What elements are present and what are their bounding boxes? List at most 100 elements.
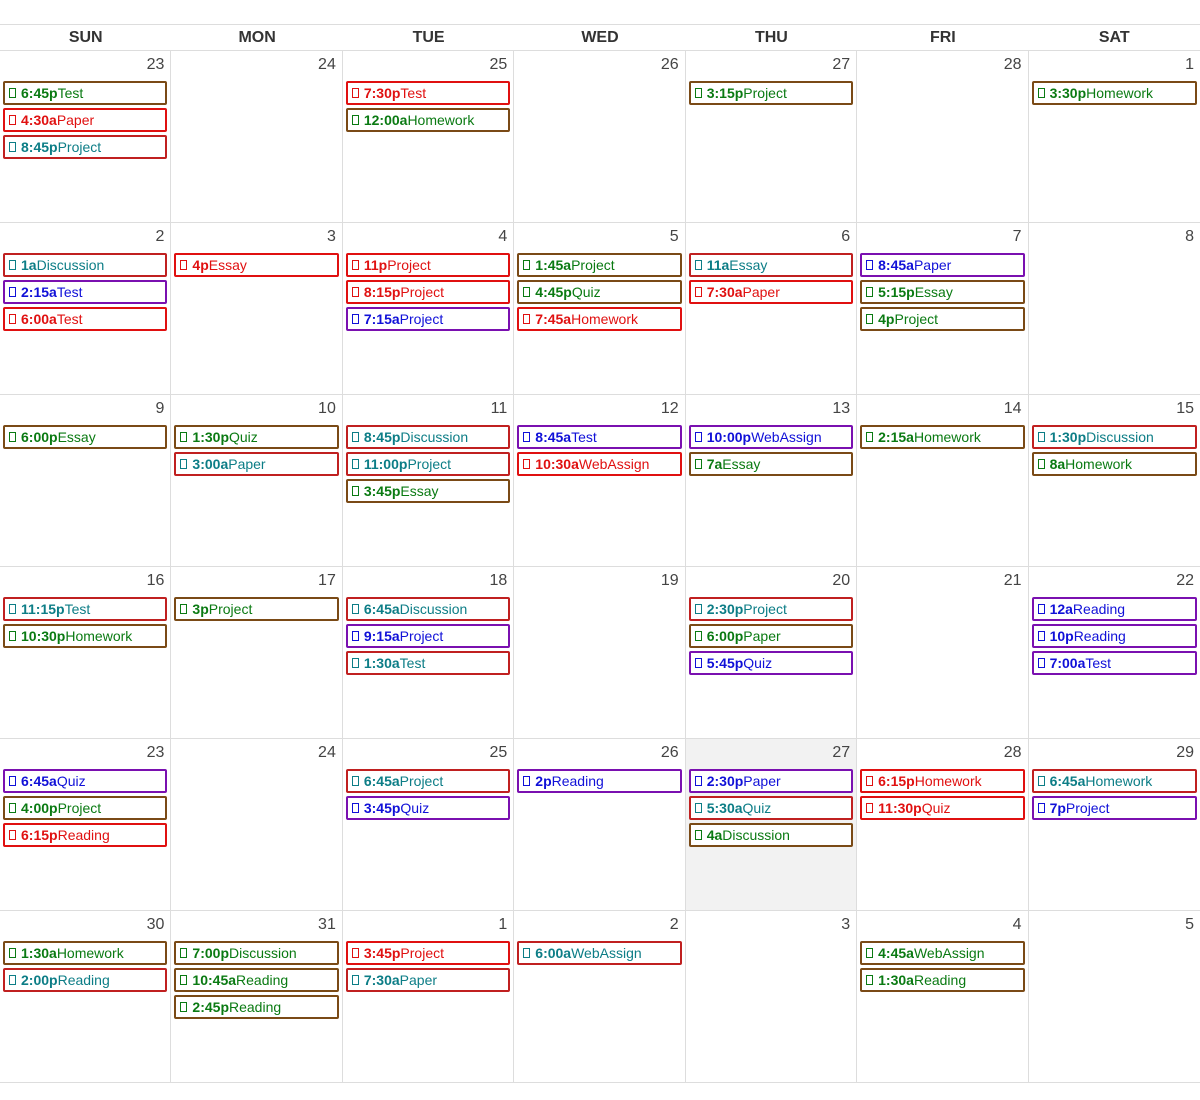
- day-number[interactable]: 1: [498, 916, 508, 933]
- day-number[interactable]: 15: [1176, 400, 1194, 417]
- day-number[interactable]: 12: [660, 400, 679, 417]
- day-number[interactable]: 5: [1185, 916, 1194, 933]
- day-number[interactable]: 21: [1003, 572, 1022, 589]
- day-number[interactable]: 23: [146, 56, 165, 73]
- day-cell[interactable]: 28: [857, 51, 1029, 222]
- day-number[interactable]: 2: [669, 916, 679, 933]
- day-number[interactable]: 28: [1003, 744, 1022, 761]
- day-number[interactable]: 13: [832, 400, 851, 417]
- day-number[interactable]: 17: [318, 572, 336, 589]
- day-number[interactable]: 3: [841, 916, 851, 933]
- day-number[interactable]: 4: [1012, 916, 1022, 933]
- day-number[interactable]: 1: [1185, 56, 1194, 73]
- day-cell[interactable]: 8: [1029, 223, 1200, 394]
- day-number[interactable]: 26: [660, 56, 679, 73]
- day-number[interactable]: 16: [146, 572, 165, 589]
- day-number[interactable]: 9: [155, 400, 165, 417]
- day-number[interactable]: 4: [498, 228, 508, 245]
- day-cell[interactable]: 26: [514, 51, 686, 222]
- day-number[interactable]: 22: [1176, 572, 1194, 589]
- day-number[interactable]: 14: [1003, 400, 1022, 417]
- day-number[interactable]: 25: [489, 56, 508, 73]
- day-number[interactable]: 20: [832, 572, 851, 589]
- day-number[interactable]: 24: [318, 744, 336, 761]
- day-number[interactable]: 28: [1003, 56, 1022, 73]
- day-number[interactable]: 19: [660, 572, 679, 589]
- day-cell[interactable]: 24: [171, 739, 343, 910]
- day-number[interactable]: 30: [146, 916, 165, 933]
- day-number[interactable]: 7: [1012, 228, 1022, 245]
- day-number[interactable]: 26: [660, 744, 679, 761]
- day-cell[interactable]: 24: [171, 51, 343, 222]
- day-number[interactable]: 2: [155, 228, 165, 245]
